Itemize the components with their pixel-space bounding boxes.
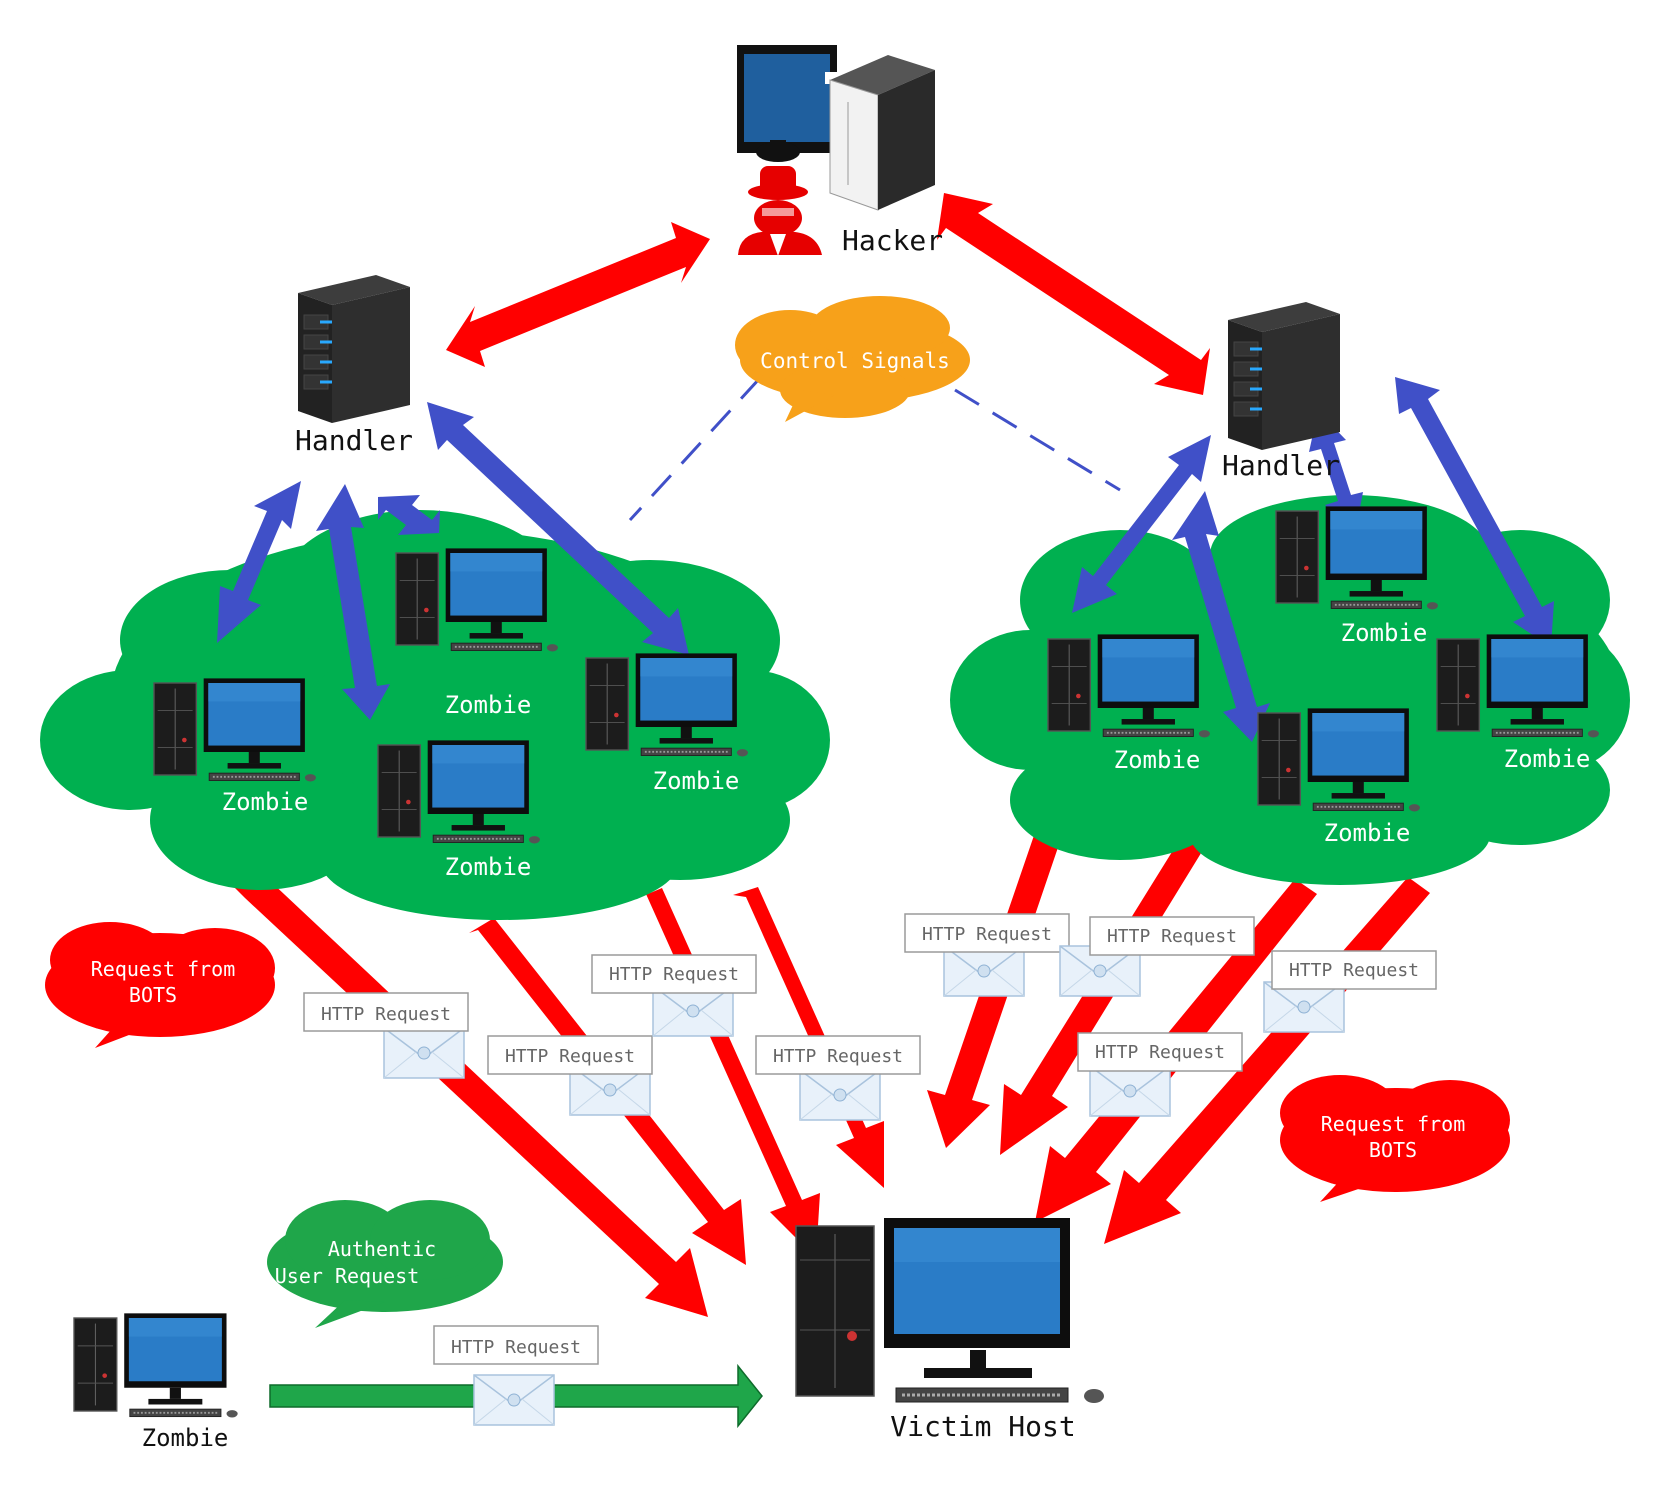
http-request-label: HTTP Request [1289,960,1419,981]
control-signals-bubble [735,296,970,422]
http-request-envelope [383,1027,465,1079]
zombie-label: Zombie [445,853,532,881]
http-request-label: HTTP Request [1095,1042,1225,1063]
server-icon-left [296,273,412,425]
http-request-envelope [1089,1065,1171,1117]
http-request-label: HTTP Request [505,1046,635,1067]
http-request-label: HTTP Request [451,1337,581,1358]
zombie-label: Zombie [653,767,740,795]
zombie-label: Zombie [1114,746,1201,774]
http-request-label: HTTP Request [321,1004,451,1025]
victim-host-label: Victim Host [890,1410,1075,1443]
handler-left-label: Handler [295,424,413,457]
handler-right-label: Handler [1222,449,1340,482]
authentic-line1: Authentic [328,1237,436,1261]
handler-zombie-arrows [217,377,1554,742]
control-signal-lines [628,376,1121,522]
http-request-label: HTTP Request [773,1046,903,1067]
zombie-label: Zombie [1341,619,1428,647]
authentic-request-bubble [267,1200,503,1328]
control-signals-text: Control Signals [760,349,950,373]
zombie-label: Zombie [1324,819,1411,847]
http-request-envelope [943,945,1025,997]
server-icon-right [1226,300,1342,452]
bots-bubble-left-line1: Request from [91,957,236,981]
http-request-label: HTTP Request [922,924,1052,945]
request-from-bots-bubble-left [45,922,275,1048]
zombie-label: Zombie [1504,745,1591,773]
bots-bubble-right-line1: Request from [1321,1112,1466,1136]
http-request-label: HTTP Request [609,964,739,985]
http-request-envelope [473,1374,555,1426]
hacker-icon [737,45,935,256]
request-from-bots-bubble-right [1280,1075,1510,1202]
zombie-label: Zombie [445,691,532,719]
hacker-label: Hacker [842,224,943,257]
bots-bubble-left-line2: BOTS [129,983,177,1007]
victim-host-icon [795,1218,1104,1403]
http-request-envelope [799,1069,881,1121]
zombie-label: Zombie [222,788,309,816]
http-request-label: HTTP Request [1107,926,1237,947]
authentic-line2: User Request [275,1264,420,1288]
computer-icon [73,1312,239,1419]
bots-bubble-right-line2: BOTS [1369,1138,1417,1162]
legit-zombie-label: Zombie [142,1424,229,1452]
